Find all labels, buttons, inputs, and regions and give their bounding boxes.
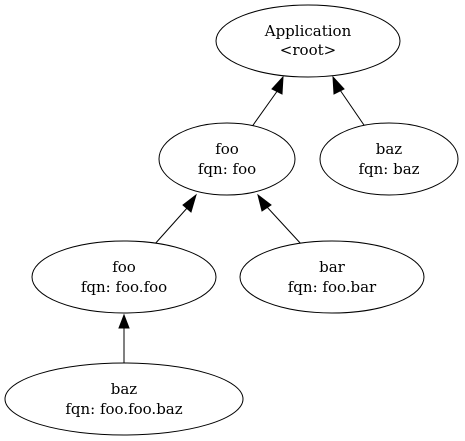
node-foo-bar[interactable]: bar fqn: foo.bar: [239, 240, 425, 314]
edge-line: [266, 206, 303, 246]
node-label-line2: fqn: baz: [358, 160, 419, 178]
node-ellipse: [319, 122, 459, 196]
edge-line: [153, 206, 189, 246]
edge-foofoo-to-foo: [153, 193, 197, 246]
node-label-line1: bar: [319, 258, 346, 276]
edge-foofoobaz-to-foofoo: [118, 313, 130, 363]
node-foo[interactable]: foo fqn: foo: [158, 122, 296, 196]
node-ellipse: [239, 240, 425, 314]
node-label-line1: baz: [111, 380, 138, 398]
node-foo-foo-baz[interactable]: baz fqn: foo.foo.baz: [4, 362, 244, 436]
node-foo-foo[interactable]: foo fqn: foo.foo: [31, 240, 217, 314]
node-label-line2: fqn: foo.foo.baz: [65, 400, 182, 418]
node-ellipse: [158, 122, 296, 196]
node-application-root[interactable]: Application <root>: [215, 4, 401, 78]
arrow-head-icon: [182, 193, 197, 213]
node-label-line2: <root>: [280, 41, 336, 59]
node-label-line2: fqn: foo: [198, 160, 256, 178]
edge-foo-to-root: [250, 75, 284, 129]
node-label-line1: Application: [264, 22, 352, 40]
node-label-line1: foo: [112, 258, 136, 276]
node-ellipse: [31, 240, 217, 314]
arrow-head-icon: [118, 313, 130, 329]
edge-line: [250, 89, 279, 129]
edge-line: [339, 89, 367, 129]
edge-baz-to-root: [332, 75, 367, 129]
edge-foobar-to-foo: [257, 193, 303, 246]
node-label-line1: baz: [376, 140, 403, 158]
edges: [118, 75, 367, 363]
node-ellipse: [215, 4, 401, 78]
arrow-head-icon: [257, 193, 272, 212]
node-label-line2: fqn: foo.foo: [81, 278, 167, 296]
node-baz[interactable]: baz fqn: baz: [319, 122, 459, 196]
arrow-head-icon: [332, 75, 345, 95]
node-ellipse: [4, 362, 244, 436]
arrow-head-icon: [271, 75, 284, 95]
node-label-line2: fqn: foo.bar: [288, 278, 377, 296]
node-label-line1: foo: [215, 140, 239, 158]
